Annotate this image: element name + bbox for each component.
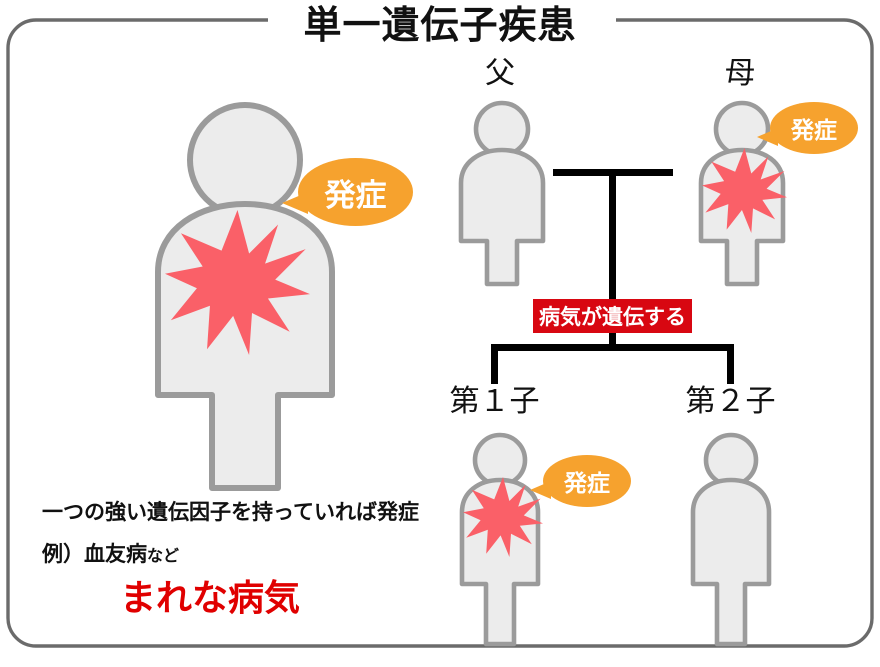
speech-bubble-body: 発症 [770, 102, 858, 154]
person-icon-father [453, 100, 551, 288]
speech-bubble-onset-left: 発症 [282, 158, 413, 226]
note-line-example: 例）血友病など [42, 542, 179, 570]
note-example-main: 例）血友病 [42, 543, 147, 566]
note-line-condition: 一つの強い遺伝因子を持っていれば発症 [42, 501, 419, 524]
speech-bubble-label: 発症 [324, 177, 387, 213]
pedigree-line-child2-vertical [727, 344, 734, 384]
pedigree-line-parents-vertical [609, 169, 616, 351]
note-example-suffix: など [147, 548, 180, 565]
speech-bubble-tail [757, 128, 778, 146]
pedigree-label-child2: 第２子 [685, 385, 776, 418]
speech-bubble-label: 発症 [791, 117, 837, 143]
pedigree-line-siblings-horizontal [491, 344, 734, 351]
pedigree-line-child1-vertical [491, 344, 498, 384]
speech-bubble-tail [282, 192, 308, 214]
speech-bubble-body: 発症 [298, 158, 413, 226]
conclusion-rare-disease: まれな病気 [120, 577, 301, 618]
pedigree-label-father: 父 [485, 57, 515, 90]
speech-bubble-onset-mother: 発症 [757, 102, 858, 154]
pedigree-label-mother: 母 [725, 57, 755, 90]
speech-bubble-tail [530, 481, 551, 499]
speech-bubble-onset-child1: 発症 [530, 455, 631, 507]
speech-bubble-label: 発症 [564, 470, 610, 496]
person-icon-child2 [686, 432, 776, 648]
person-icon-child1 [455, 432, 545, 648]
status-badge-inherited: 病気が遺伝する [533, 299, 692, 333]
pedigree-label-child1: 第１子 [449, 385, 540, 418]
page-title: 単一遺伝子疾患 [303, 5, 577, 47]
speech-bubble-body: 発症 [543, 455, 631, 507]
